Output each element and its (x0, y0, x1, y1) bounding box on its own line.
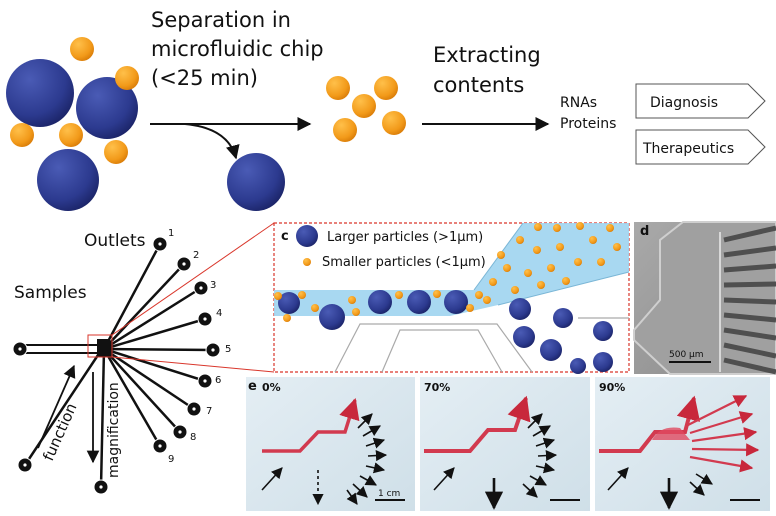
chip-zoom-region (87, 334, 113, 358)
zoom-line-bottom (111, 356, 275, 373)
outlet-numbers: 1 2 3 4 5 6 7 8 9 (168, 228, 231, 465)
panel-c: c Larger particles (>1μm) Smaller partic… (273, 222, 630, 374)
contents-label: RNAs Proteins (560, 95, 616, 132)
therapeutics-box: Therapeutics (635, 129, 766, 165)
panel-e: 1 cm e 0% 70% (246, 377, 770, 511)
legend-small-marker (303, 258, 311, 266)
small-particles-group (326, 76, 406, 142)
panel-e-photo-2: 90% (595, 377, 770, 511)
svg-text:5: 5 (225, 344, 231, 355)
panel-e-photo-0: 1 cm e 0% (246, 377, 415, 511)
svg-text:2: 2 (193, 250, 199, 261)
legend-large-marker (296, 225, 318, 247)
panel-d-scalebar: 500 μm (669, 350, 704, 360)
panel-d-letter: d (640, 224, 649, 239)
svg-text:9: 9 (168, 454, 174, 465)
legend-small-text: Smaller particles (<1μm) (322, 255, 486, 270)
legend-large-text: Larger particles (>1μm) (327, 230, 483, 245)
panel-e-pct-1: 70% (424, 381, 450, 394)
panel-e-pct-2: 90% (599, 381, 625, 394)
diagnosis-text: Diagnosis (650, 95, 718, 111)
function-arrow (37, 364, 76, 449)
panel-e-photo-1: 70% (420, 377, 590, 511)
chip-schematic (20, 243, 214, 488)
zoom-line-top (111, 222, 275, 336)
panel-c-small-particles (274, 222, 621, 322)
outlets-label: Outlets (84, 231, 146, 251)
svg-text:4: 4 (216, 308, 222, 319)
svg-text:6: 6 (215, 375, 221, 386)
outlet-ports (12, 236, 221, 495)
diagnosis-box: Diagnosis (635, 83, 766, 119)
panel-c-letter: c (281, 229, 289, 244)
svg-text:3: 3 (210, 280, 216, 291)
extracting-label: Extracting contents (433, 43, 547, 97)
samples-label: Samples (14, 283, 87, 303)
svg-text:8: 8 (190, 432, 196, 443)
mixed-particles (6, 37, 139, 211)
panel-c-large-particles (278, 290, 613, 374)
panel-e-scalebar: 1 cm (378, 489, 400, 499)
magnification-label: magnification (106, 382, 122, 478)
svg-text:1: 1 (168, 228, 174, 239)
panel-d: d 500 μm (633, 221, 776, 375)
svg-text:7: 7 (206, 406, 212, 417)
separation-label: Separation in microfluidic chip (<25 min… (151, 8, 330, 90)
branch-arrow (184, 123, 240, 160)
therapeutics-text: Therapeutics (642, 141, 734, 157)
panel-e-pct-0: 0% (262, 381, 281, 394)
separated-large-particle (227, 153, 285, 211)
panel-e-letter: e (248, 379, 257, 394)
